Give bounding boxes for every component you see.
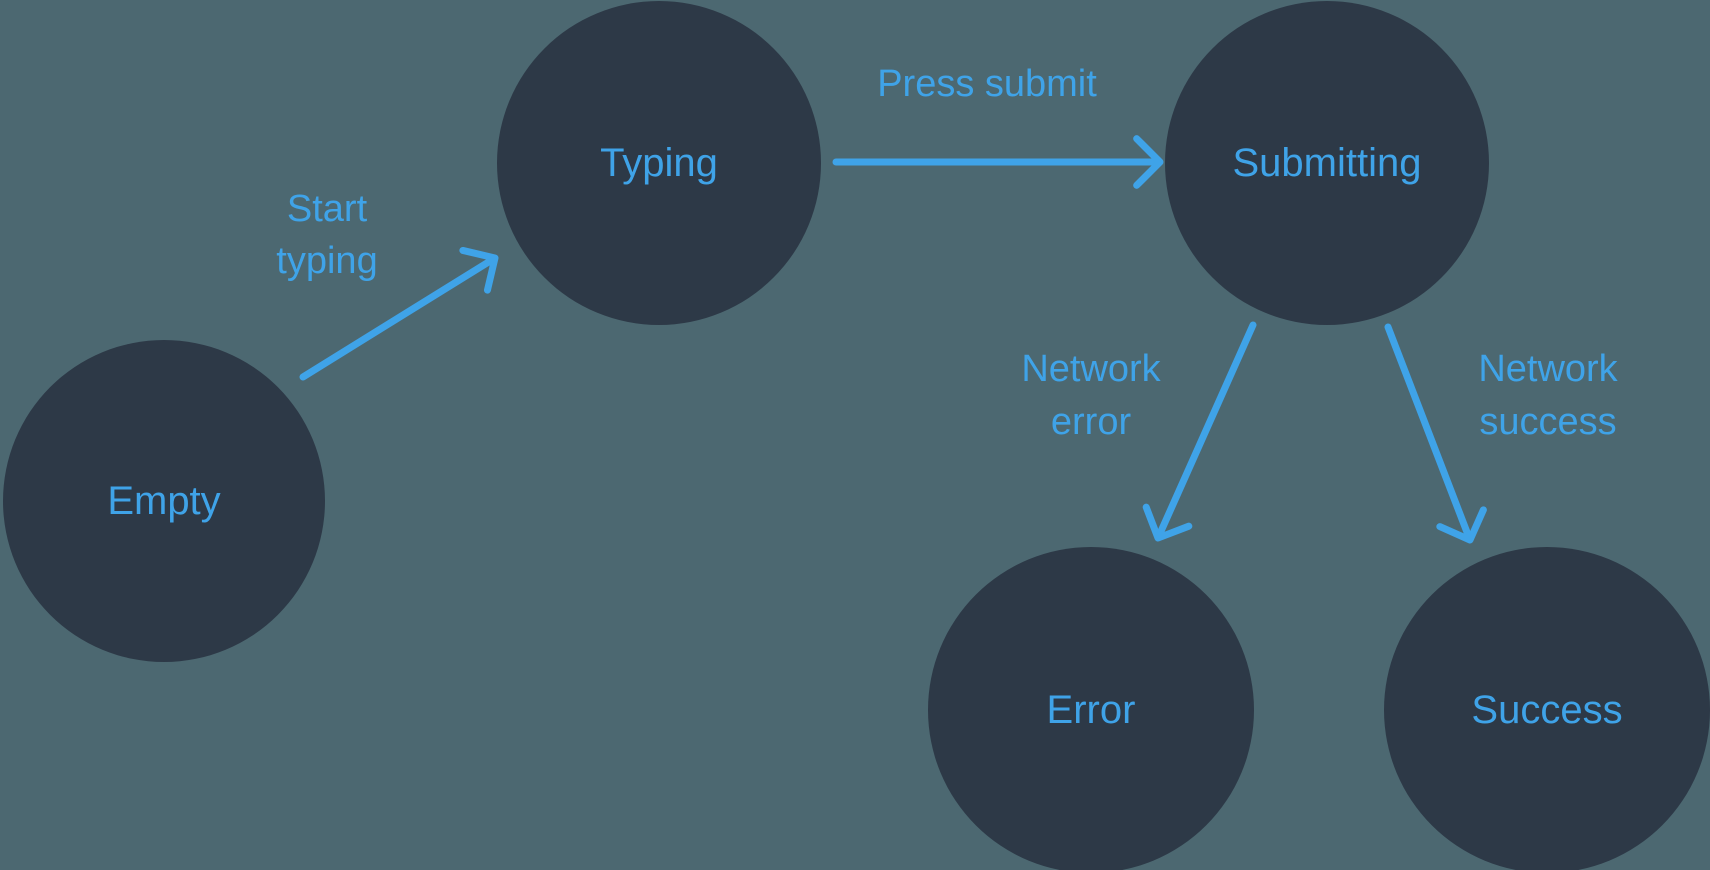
state-circle-empty	[3, 340, 325, 662]
transition-label-line: Network	[1021, 348, 1161, 390]
state-label-error: Error	[1047, 688, 1136, 732]
transition-label-line: Network	[1478, 348, 1618, 390]
network-success-arrowhead-icon	[1436, 506, 1487, 544]
state-circle-success	[1384, 547, 1710, 870]
state-circle-error	[928, 547, 1254, 870]
press-submit-arrowhead-icon	[1133, 135, 1164, 189]
transition-label-line: Press submit	[877, 63, 1097, 105]
transition-label-line: success	[1479, 401, 1616, 443]
state-circle-submitting	[1165, 1, 1489, 325]
transition-label-start-typing: Start typing	[276, 188, 377, 282]
transition-label-line: typing	[276, 240, 377, 282]
transition-label-line: error	[1051, 401, 1132, 443]
transition-arrow-network-error	[1156, 321, 1257, 538]
network-error-arrowhead-icon	[1142, 503, 1193, 542]
state-label-submitting: Submitting	[1233, 141, 1422, 185]
transition-arrow-network-success	[1384, 323, 1473, 540]
transition-label-press-submit: Press submit	[877, 63, 1097, 105]
transition-label-line: Start	[287, 188, 368, 230]
transition-label-network-success: Network success	[1478, 348, 1618, 443]
state-label-typing: Typing	[600, 141, 718, 185]
transition-arrow-start-typing	[299, 256, 496, 381]
transition-label-network-error: Network error	[1021, 348, 1161, 443]
state-label-success: Success	[1471, 688, 1622, 732]
state-label-empty: Empty	[107, 479, 220, 523]
state-circle-typing	[497, 1, 821, 325]
start-typing-arrowhead-icon	[459, 246, 499, 294]
